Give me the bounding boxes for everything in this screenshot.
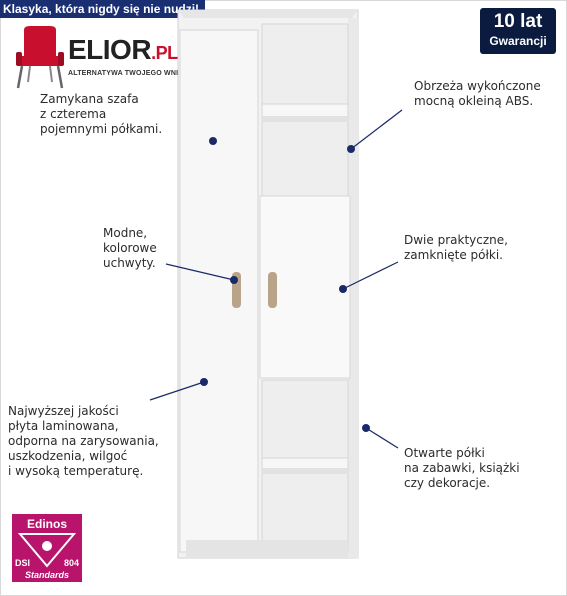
slogan-banner: Klasyka, która nigdy się nie nudzi! (0, 0, 206, 18)
callout-dot-open-shelves (362, 424, 370, 432)
callout-line-open-shelves (365, 427, 399, 449)
annotation-open-shelves: Otwarte półki na zabawki, książki czy de… (404, 446, 520, 490)
right-handle-icon (268, 272, 277, 308)
wardrobe-plinth (186, 540, 348, 558)
shelf-top-shadow (262, 116, 348, 122)
brand-name: ELIOR (68, 34, 152, 65)
callout-line-handles (165, 263, 235, 281)
cert-brand: Edinos (26, 517, 67, 531)
warranty-years: 10 lat (493, 11, 543, 32)
cert-emblem-icon (17, 533, 77, 568)
brand-tagline: ALTERNATYWA TWOJEGO WNĘTRZA (68, 70, 201, 77)
callout-dot-laminate (200, 378, 208, 386)
brand-domain: .PL (151, 43, 178, 63)
callout-dot-edges (347, 145, 355, 153)
chair-logo-icon (16, 26, 64, 89)
wardrobe-top (178, 10, 358, 18)
left-door (179, 29, 259, 553)
wardrobe-side-panel (348, 18, 358, 558)
callout-line-edges (350, 109, 403, 150)
cert-standard: Standards (24, 570, 69, 580)
annotation-handles: Modne, kolorowe uchwyty. (103, 226, 157, 270)
callout-dot-handles (230, 276, 238, 284)
brand-logo: ELIOR.PL (68, 34, 178, 66)
cert-code: DSI (15, 558, 31, 568)
callout-line-closed-shelves (342, 261, 399, 290)
annotation-closed-wardrobe: Zamykana szafa z czterema pojemnymi półk… (40, 92, 163, 136)
warranty-badge: 10 lat Gwarancji (480, 8, 556, 54)
callout-dot-closed-shelves (339, 285, 347, 293)
annotation-closed-shelves: Dwie praktyczne, zamknięte półki. (404, 233, 508, 262)
callout-dot-closed-wardrobe (209, 137, 217, 145)
cert-number: 804 (63, 558, 79, 568)
annotation-laminate: Najwyższej jakości płyta laminowana, odp… (8, 404, 159, 478)
certification-badge: Edinos DSI 804 Standards (12, 514, 82, 582)
shelf-bottom-shadow (262, 468, 348, 474)
annotation-edges: Obrzeża wykończone mocną okleiną ABS. (414, 79, 541, 108)
warranty-label: Gwarancji (489, 34, 547, 48)
shelf-top (261, 103, 349, 119)
callout-line-laminate (149, 381, 205, 401)
